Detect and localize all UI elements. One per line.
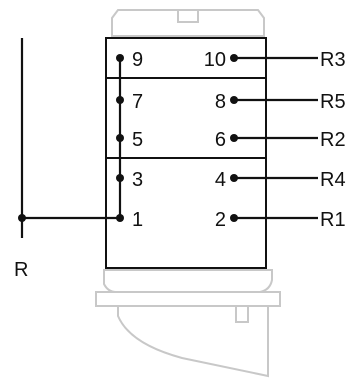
terminal-label-1: 1 — [132, 209, 143, 231]
dot-terminal-5 — [116, 134, 124, 142]
terminal-label-9: 9 — [132, 49, 143, 71]
output-label-r4: R4 — [320, 169, 346, 191]
dot-terminal-4 — [230, 174, 238, 182]
terminal-label-7: 7 — [132, 91, 143, 113]
terminal-label-10: 10 — [204, 49, 226, 71]
common-label-r: R — [14, 259, 28, 281]
dot-common-junction — [18, 214, 26, 222]
terminal-label-3: 3 — [132, 169, 143, 191]
dot-terminal-6 — [230, 134, 238, 142]
dot-terminal-1 — [116, 214, 124, 222]
terminal-label-6: 6 — [215, 129, 226, 151]
dot-terminal-3 — [116, 174, 124, 182]
output-label-r2: R2 — [320, 129, 346, 151]
dot-terminal-8 — [230, 96, 238, 104]
relay-housing-top — [111, 9, 265, 37]
terminal-label-2: 2 — [215, 209, 226, 231]
output-label-r1: R1 — [320, 209, 346, 231]
terminal-label-4: 4 — [215, 169, 226, 191]
terminal-label-5: 5 — [132, 129, 143, 151]
terminal-label-8: 8 — [215, 91, 226, 113]
dot-terminal-9 — [116, 54, 124, 62]
output-labels: R3 R5 R2 R4 R1 — [320, 49, 346, 231]
dot-terminal-2 — [230, 214, 238, 222]
output-label-r5: R5 — [320, 91, 346, 113]
relay-housing-bottom — [95, 269, 281, 378]
dot-terminal-7 — [116, 96, 124, 104]
connection-dots — [18, 54, 238, 222]
dot-terminal-10 — [230, 54, 238, 62]
output-label-r3: R3 — [320, 49, 346, 71]
terminal-labels: 9 7 5 3 1 10 8 6 4 2 — [132, 49, 226, 231]
terminal-block — [105, 37, 267, 269]
